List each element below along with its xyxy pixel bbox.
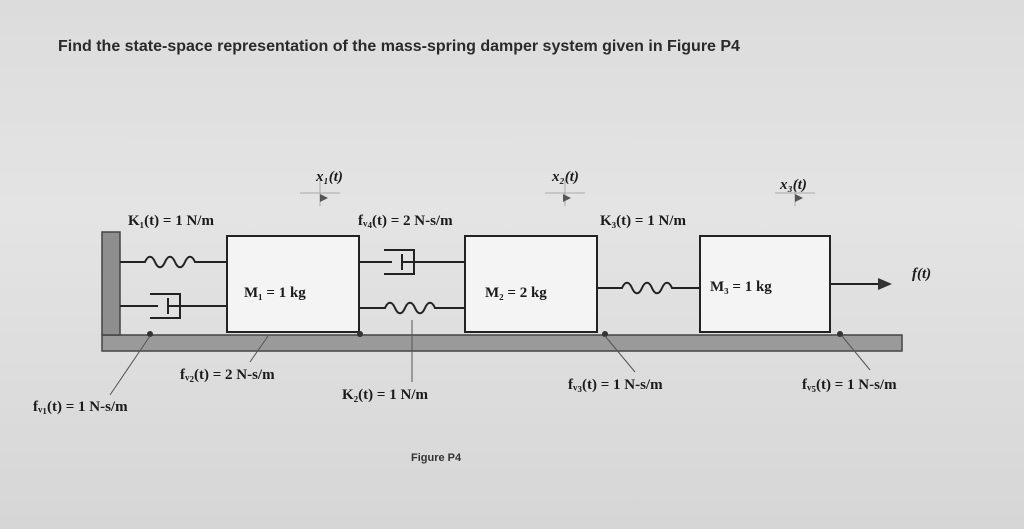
spring-k1 — [120, 255, 227, 269]
ground — [101, 334, 903, 352]
label-k3: K₃(t) = 1 N/m — [600, 213, 686, 229]
label-x1: x₁(t) — [315, 169, 343, 185]
damper-fv4 — [359, 249, 465, 275]
label-m1: M₁ = 1 kg — [244, 285, 306, 301]
mass-m1 — [226, 235, 360, 333]
label-m2: M₂ = 2 kg — [485, 285, 547, 301]
wall — [101, 231, 121, 336]
contact-points — [147, 331, 843, 337]
label-x3: x₃(t) — [779, 177, 807, 193]
label-fv4: fᵥ₄(t) = 2 N-s/m — [358, 213, 453, 229]
label-m3: M₃ = 1 kg — [710, 279, 772, 295]
label-k2: K₂(t) = 1 N/m — [342, 387, 428, 403]
mass-m2 — [464, 235, 598, 333]
label-fv5: fᵥ₅(t) = 1 N-s/m — [802, 377, 897, 393]
displacement-arrows — [320, 194, 803, 202]
label-force: f(t) — [912, 266, 931, 282]
damper-fv1 — [120, 293, 227, 319]
label-k1: K₁(t) = 1 N/m — [128, 213, 214, 229]
question-text: Find the state-space representation of t… — [58, 38, 740, 55]
spring-k3 — [597, 281, 700, 295]
leader-lines — [109, 320, 871, 396]
label-fv3: fᵥ₃(t) = 1 N-s/m — [568, 377, 663, 393]
label-x2: x₂(t) — [551, 169, 579, 185]
label-fv2: fᵥ₂(t) = 2 N-s/m — [180, 367, 275, 383]
figure-caption: Figure P4 — [411, 452, 462, 464]
label-fv1: fᵥ₁(t) = 1 N-s/m — [33, 399, 128, 415]
spring-k2 — [359, 301, 465, 315]
